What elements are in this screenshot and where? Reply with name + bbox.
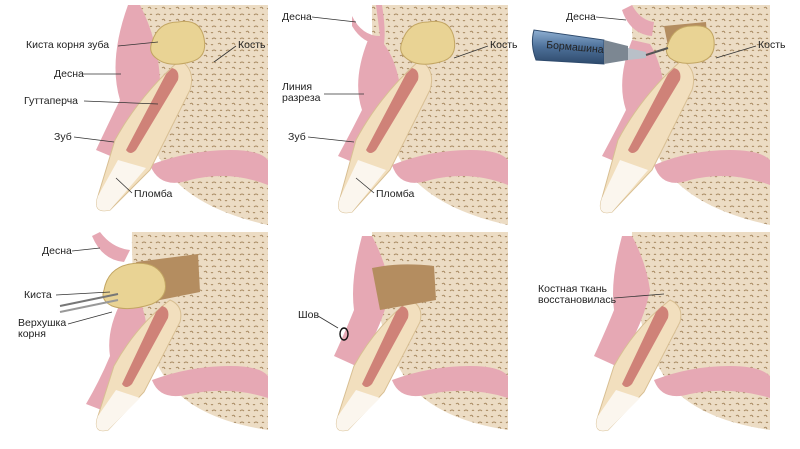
leader-suture [317, 315, 339, 329]
label-cyst: Киста [24, 289, 52, 301]
label-filling: Пломба [376, 188, 415, 200]
label-restored-1: Костная ткань [538, 283, 608, 295]
label-incision-line-1: Линия [282, 81, 312, 93]
label-apex-1: Верхушка [18, 317, 66, 329]
leader-filling [115, 177, 133, 194]
gum [594, 236, 650, 366]
label-tooth: Зуб [54, 131, 72, 143]
label-bone: Кость [490, 39, 518, 51]
leader-bone [715, 45, 757, 59]
label-tooth: Зуб [288, 131, 306, 143]
gum [152, 366, 268, 398]
forceps-icon [59, 293, 119, 313]
leader-cyst [55, 291, 111, 296]
cyst [150, 20, 206, 65]
dental-drill-icon [531, 29, 669, 65]
gum [150, 150, 268, 185]
label-gum: Десна [282, 11, 312, 23]
label-bone: Кость [238, 39, 266, 51]
panel-3: Десна Бормашина Кость [531, 5, 786, 225]
cyst [400, 20, 456, 65]
label-incision-line-2: разреза [282, 92, 321, 104]
cyst [102, 262, 166, 310]
label-apex-2: корня [18, 328, 46, 340]
label-cyst: Киста корня зуба [26, 39, 109, 51]
panel-1: Киста корня зуба Кость Десна Гуттаперча … [24, 5, 268, 225]
gutta-percha [362, 306, 409, 387]
enamel [338, 160, 386, 213]
gum-flap [352, 5, 385, 45]
leader-filling [355, 177, 375, 194]
panel-2: Десна Кость Линия разреза Зуб Пломба [282, 5, 518, 225]
leader-apex [67, 311, 113, 325]
gum [654, 366, 770, 398]
enamel [96, 160, 146, 211]
label-drill: Бормашина [546, 39, 605, 56]
label-gum: Десна [42, 245, 72, 257]
gum [392, 366, 508, 398]
gum [602, 40, 664, 166]
leader-bone [453, 45, 489, 59]
enamel [600, 160, 648, 213]
label-gum: Десна [54, 68, 84, 80]
panel-4: Десна Киста Верхушка корня [18, 232, 268, 432]
gutta-percha [628, 68, 681, 153]
enamel [336, 390, 380, 431]
leader-gutta [83, 100, 159, 105]
leader-gum [71, 247, 101, 252]
leader-bone [213, 45, 237, 63]
leader-cyst [117, 41, 159, 47]
gum-flap [622, 5, 654, 36]
gum [338, 40, 400, 166]
suture-icon [339, 327, 349, 341]
bone-cavity [372, 264, 436, 310]
gum-flap [92, 232, 130, 262]
label-gutta: Гуттаперча [24, 95, 78, 107]
leader-gum [595, 16, 627, 21]
leader-restored [613, 293, 665, 299]
gum [392, 150, 508, 185]
gutta-percha [622, 306, 669, 387]
enamel [96, 390, 140, 431]
gum [86, 300, 148, 414]
gutta-percha [366, 68, 419, 153]
label-bone: Кость [758, 39, 786, 51]
label-gum: Десна [566, 11, 596, 23]
label-restored-2: восстановилась [538, 294, 617, 306]
label-suture: Шов [298, 309, 319, 321]
leader-gum [311, 16, 357, 23]
gutta-percha [126, 68, 179, 153]
gum [654, 150, 770, 185]
panel-6: Костная ткань восстановилась [538, 232, 770, 432]
leader-tooth [307, 136, 355, 143]
label-filling: Пломба [134, 188, 173, 200]
panel-5: Шов [298, 232, 508, 432]
leader-tooth [73, 136, 115, 143]
enamel [596, 390, 640, 431]
gutta-percha [122, 306, 169, 387]
cyst [665, 25, 715, 64]
